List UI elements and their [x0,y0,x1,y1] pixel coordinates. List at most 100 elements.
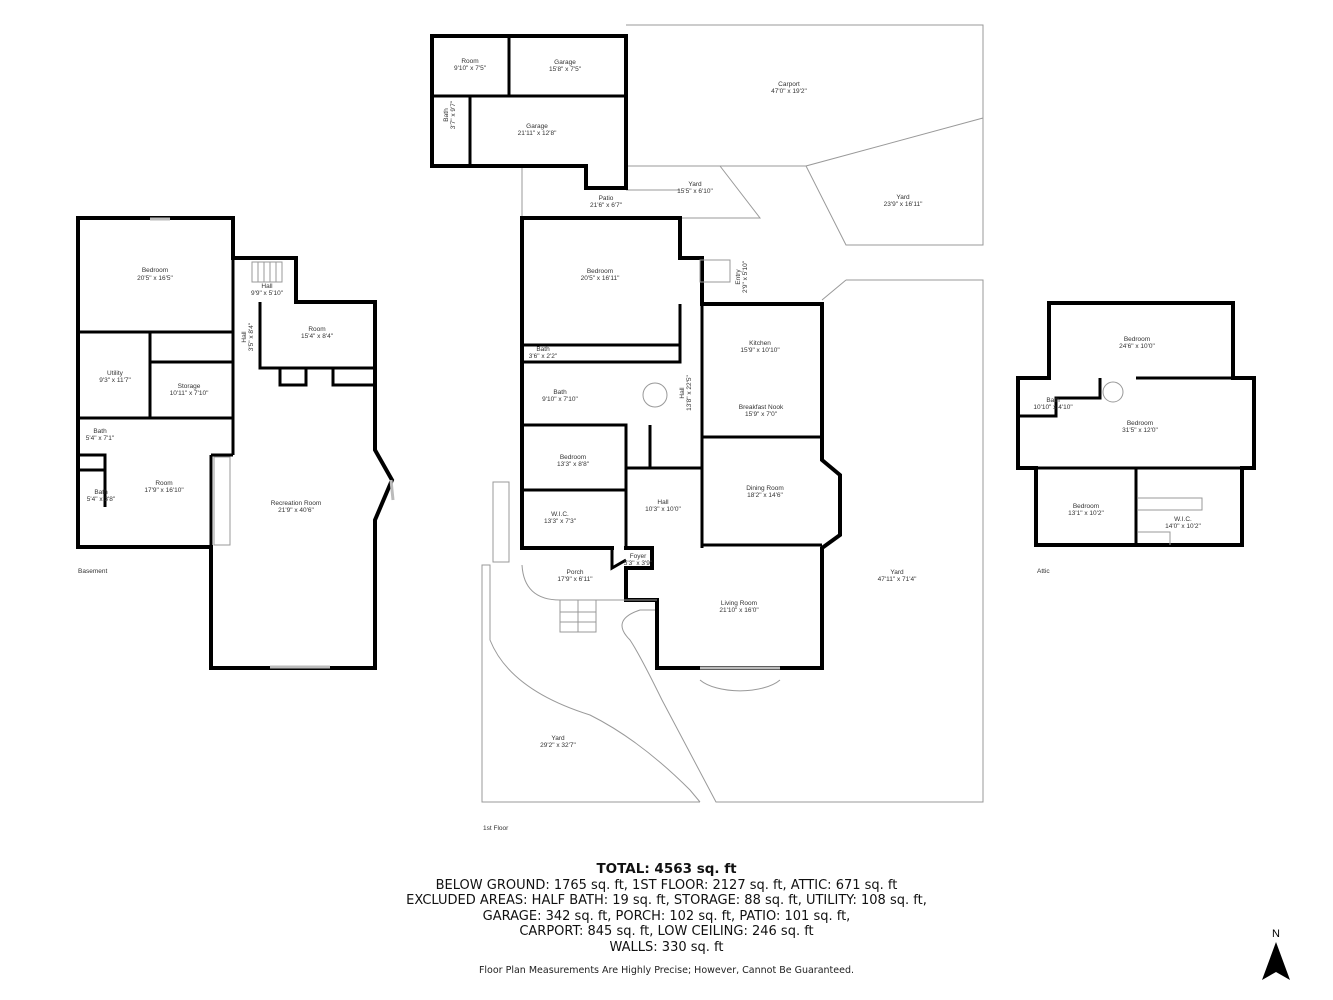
floor-label: Attic [1037,568,1050,575]
room-name: Hall [261,283,273,290]
basement-plan: Bedroom 20'5" x 16'5" Hall 9'9" x 5'10" … [76,216,395,670]
room-dims: 2'9" x 5'10" [742,260,749,293]
room-dims: 13'8" x 22'5" [686,374,693,410]
room-dims: 13'3" x 8'8" [557,461,590,468]
room-name: Bath [443,108,450,122]
room-dims: 9'10" x 7'10" [542,396,578,403]
room-name: Entry [735,269,742,285]
room-name: Bedroom [560,454,586,461]
disclaimer: Floor Plan Measurements Are Highly Preci… [478,965,855,976]
floor-label: Basement [78,568,107,575]
room-name: Room [308,326,325,333]
room-name: Breakfast Nook [739,404,784,411]
room-name: Hall [241,331,248,343]
room-name: Bedroom [1124,336,1150,343]
room-name: Living Room [721,600,757,607]
room-dims: 21'11" x 12'8" [518,130,557,137]
room-name: Room [461,58,478,65]
summary-line: CARPORT: 845 sq. ft, LOW CEILING: 246 sq… [519,924,814,939]
room-dims: 10'10" x 4'10" [1033,404,1073,411]
room-dims: 15'8" x 7'5" [549,66,582,73]
room-name: Carport [778,81,800,88]
room-name: Hall [679,387,686,399]
room-name: Utility [107,370,124,377]
room-dims: 18'2" x 14'6" [747,492,783,499]
area-summary: TOTAL: 4563 sq. ft BELOW GROUND: 1765 sq… [0,861,1333,955]
room-dims: 5'3" x 3'9" [624,560,653,567]
room-dims: 5'4" x 7'1" [86,435,115,442]
summary-line: EXCLUDED AREAS: HALF BATH: 19 sq. ft, ST… [406,893,927,908]
room-dims: 17'9" x 16'10" [144,487,184,494]
room-name: Yard [890,569,904,576]
stairs-icon [213,456,231,546]
stairs-icon [492,259,731,563]
room-dims: 17'9" x 6'11" [557,576,593,583]
north-label: N [1272,928,1280,940]
room-name: W.I.C. [1174,516,1192,523]
room-name: Bedroom [1073,503,1099,510]
room-name: Yard [688,181,702,188]
room-name: Hall [657,499,669,506]
room-name: Bath [536,346,550,353]
first-floor-plan: Room 9'10" x 7'5" Garage 15'8" x 7'5" Ba… [430,24,984,832]
room-name: Bedroom [1127,420,1153,427]
room-name: Room [155,480,172,487]
summary-line: BELOW GROUND: 1765 sq. ft, 1ST FLOOR: 21… [435,877,898,893]
room-name: Bath [93,428,107,435]
room-name: Yard [551,735,565,742]
attic-plan: Bedroom 24'6" x 10'0" Bath 10'10" x 4'10… [1016,301,1256,575]
room-dims: 23'9" x 16'11" [884,201,923,208]
floor-label: 1st Floor [483,825,509,832]
room-dims: 13'1" x 10'2" [1068,510,1104,517]
room-name: Bath [553,389,567,396]
room-dims: 20'5" x 16'5" [137,275,173,282]
room-dims: 15'9" x 7'0" [745,411,778,418]
total-area: TOTAL: 4563 sq. ft [596,861,737,877]
room-name: W.I.C. [551,511,569,518]
north-arrow-icon: N [1262,928,1290,980]
room-dims: 20'5" x 16'11" [581,275,620,282]
room-dims: 15'5" x 6'10" [677,188,713,195]
room-name: Garage [526,123,548,130]
room-dims: 21'6" x 6'7" [590,202,623,209]
room-dims: 14'0" x 10'2" [1165,523,1201,530]
summary-line: WALLS: 330 sq. ft [609,939,724,955]
room-dims: 13'3" x 7'3" [544,518,577,525]
room-dims: 9'10" x 7'5" [454,65,487,72]
room-dims: 3'5" x 8'4" [248,322,255,351]
room-dims: 29'2" x 32'7" [540,742,576,749]
room-name: Kitchen [749,340,771,347]
room-dims: 21'9" x 40'6" [278,507,314,514]
room-name: Bath [1046,397,1060,404]
room-name: Garage [554,59,576,66]
room-name: Storage [178,383,201,390]
room-name: Porch [567,569,584,576]
room-dims: 31'5" x 12'0" [1122,427,1158,434]
summary-line: GARAGE: 342 sq. ft, PORCH: 102 sq. ft, P… [482,908,851,924]
room-name: Bedroom [587,268,613,275]
room-dims: 3'6" x 2'2" [529,353,558,360]
room-name: Patio [599,195,614,202]
room-name: Recreation Room [271,500,322,507]
spiral-stairs-icon [642,382,668,408]
room-name: Bedroom [142,267,168,274]
room-name: Foyer [630,553,647,560]
stairs-icon [251,261,283,283]
room-dims: 5'4" x 3'8" [87,496,116,503]
room-dims: 15'4" x 8'4" [301,333,334,340]
stairs-icon [559,599,597,633]
room-dims: 10'11" x 7'10" [170,390,209,397]
room-dims: 3'7" x 9'7" [450,100,457,129]
room-dims: 10'3" x 10'0" [645,506,681,513]
room-dims: 47'0" x 19'2" [771,88,807,95]
room-dims: 15'9" x 10'10" [740,347,780,354]
room-name: Bath [94,489,108,496]
room-dims: 24'6" x 10'0" [1119,343,1155,350]
room-dims: 21'10" x 16'0" [719,607,759,614]
room-name: Dining Room [746,485,784,492]
room-dims: 47'11" x 71'4" [878,576,917,583]
room-name: Yard [896,194,910,201]
spiral-stairs-icon [1102,381,1124,403]
room-dims: 9'9" x 5'10" [251,290,284,297]
